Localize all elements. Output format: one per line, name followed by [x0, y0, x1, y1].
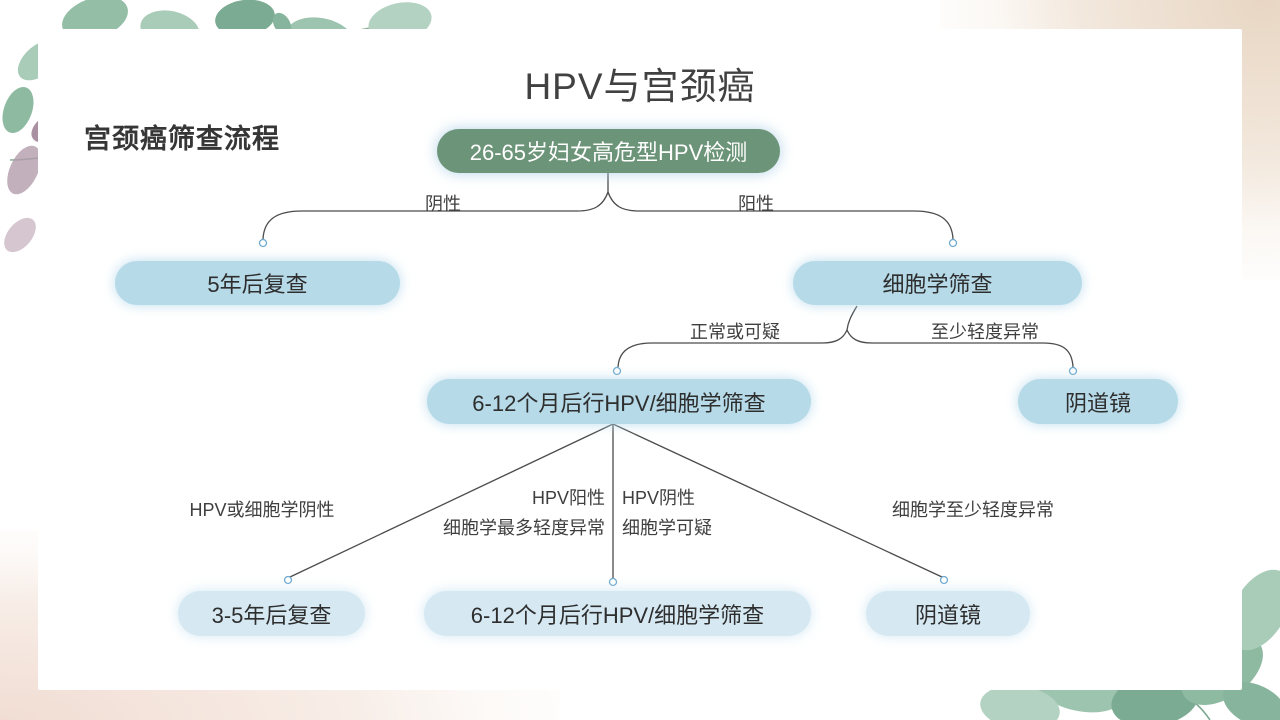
flowchart-node-hpv-cytology-6-12-months: 6-12个月后行HPV/细胞学筛查 — [427, 379, 811, 424]
branch-label-cytology-at-least-mild-abnormal: 细胞学至少轻度异常 — [892, 500, 1054, 520]
connector-cytology-normal — [617, 329, 848, 368]
connector-cytology-abnormal — [846, 329, 1074, 368]
branch-label-hpv-negative-cytology-suspicious: HPV阴性 细胞学可疑 — [622, 483, 822, 543]
branch-label-line: HPV阳性 — [531, 488, 605, 508]
connector-endpoint-dot — [948, 238, 958, 248]
connector-endpoint-dot — [608, 577, 618, 587]
branch-label-line: 细胞学最多轻度异常 — [443, 518, 605, 538]
slide-title: HPV与宫颈癌 — [524, 66, 756, 107]
flowchart-node-root-hpv-test: 26-65岁妇女高危型HPV检测 — [437, 129, 780, 173]
branch-label-negative: 阴性 — [425, 194, 461, 214]
connector-endpoint-dot — [612, 366, 622, 376]
flowchart-node-hpv-cytology-6-12-months-bottom: 6-12个月后行HPV/细胞学筛查 — [424, 591, 811, 636]
connector-endpoint-dot — [1068, 366, 1078, 376]
connector-root-negative — [262, 191, 609, 240]
branch-label-hpv-or-cytology-negative: HPV或细胞学阴性 — [189, 500, 335, 520]
connector-cytology-stem — [846, 305, 858, 331]
connector-endpoint-dot — [283, 575, 293, 585]
flowchart-node-colposcopy-upper: 阴道镜 — [1018, 379, 1178, 424]
flowchart-node-colposcopy-lower: 阴道镜 — [866, 591, 1030, 636]
section-heading: 宫颈癌筛查流程 — [84, 124, 280, 154]
flowchart-node-recheck-3-5-years: 3-5年后复查 — [178, 591, 365, 636]
flowchart-node-recheck-5-years: 5年后复查 — [115, 261, 400, 305]
branch-label-positive: 阳性 — [738, 194, 774, 214]
connector-recheck-right — [612, 423, 943, 578]
branch-label-at-least-mild-abnormal: 至少轻度异常 — [931, 322, 1039, 342]
flowchart-node-cytology-screening: 细胞学筛查 — [793, 261, 1082, 305]
branch-label-hpv-positive-cytology-mild: HPV阳性 细胞学最多轻度异常 — [405, 483, 605, 543]
branch-label-line: 细胞学可疑 — [622, 518, 712, 538]
connector-endpoint-dot — [258, 238, 268, 248]
connector-endpoint-dot — [939, 575, 949, 585]
branch-label-normal-or-suspicious: 正常或可疑 — [690, 322, 780, 342]
branch-label-line: HPV阴性 — [622, 488, 696, 508]
